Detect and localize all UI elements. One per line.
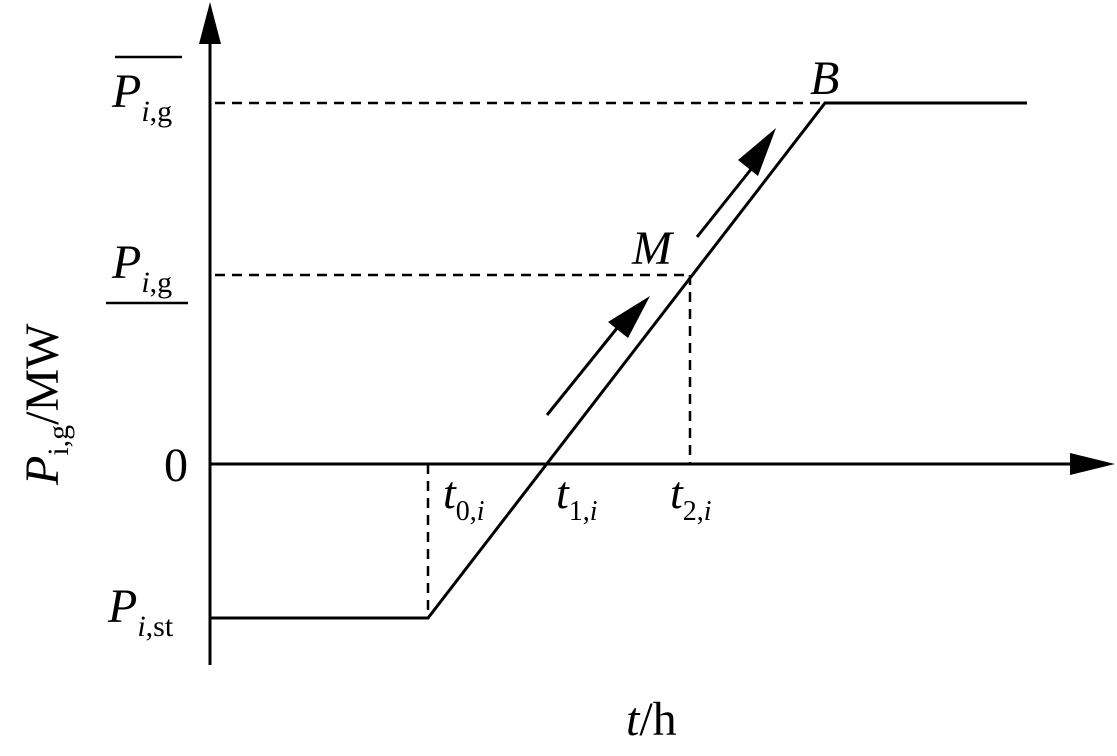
- t2-label: t2,i: [670, 467, 712, 527]
- ramp-arrow-lower-head: [608, 296, 650, 338]
- y-axis-label: Pi,g/MW: [16, 323, 75, 486]
- ramp-arrow-lower-shaft: [545, 321, 624, 416]
- point-b-label: B: [810, 52, 839, 105]
- zero-label: 0: [164, 439, 188, 492]
- lower-limit-label: Pi,g: [111, 236, 172, 299]
- upper-limit-label: Pi,g: [111, 65, 172, 128]
- power-ramp-curve: [210, 101, 1027, 620]
- t1-label: t1,i: [556, 467, 598, 527]
- y-axis-arrowhead: [199, 2, 221, 44]
- x-axis-arrowhead: [1070, 453, 1115, 475]
- t0-label: t0,i: [443, 467, 485, 527]
- point-m-label: M: [631, 222, 675, 275]
- ramp-arrow-upper-head: [738, 128, 776, 176]
- ramp-arrow-upper-shaft: [695, 167, 754, 238]
- start-power-label: Pi,st: [107, 580, 174, 643]
- x-axis-label: t/h: [626, 693, 677, 746]
